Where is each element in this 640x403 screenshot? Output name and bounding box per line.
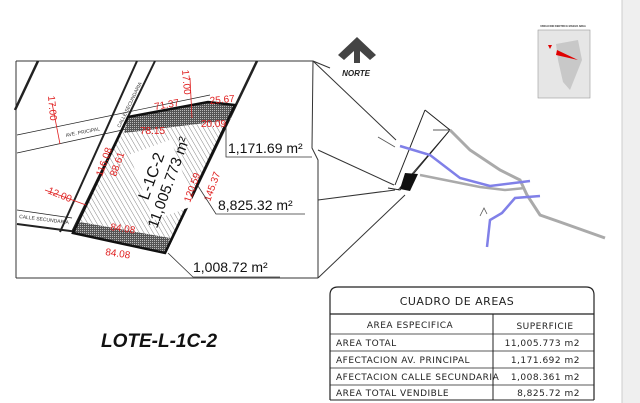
north-arrow-icon xyxy=(338,37,376,63)
page-margin xyxy=(622,0,640,403)
row-label: AFECTACION AV. PRINCIPAL xyxy=(336,356,470,366)
row-value: 11,005.773 m2 xyxy=(505,339,580,349)
site-plan xyxy=(377,109,606,248)
row-label: AFECTACION CALLE SECUNDARIA xyxy=(336,373,500,383)
river-branch xyxy=(485,194,541,248)
row-label: AREA TOTAL VENDIBLE xyxy=(336,389,449,399)
dim-bottom-inner: 84.08 xyxy=(110,222,137,236)
callout-sellable-area: 8,825.32 m² xyxy=(218,197,293,213)
table-row: AFECTACION CALLE SECUNDARIA 1,008.361 m2 xyxy=(336,373,580,383)
table-row: AFECTACION AV. PRINCIPAL 1,171.692 m2 xyxy=(336,356,580,366)
table-row: AREA TOTAL VENDIBLE 8,825.72 m2 xyxy=(336,389,580,399)
table-row: AREA TOTAL 11,005.773 m2 xyxy=(336,339,580,349)
table-header-area: AREA ESPECIFICA xyxy=(367,321,454,331)
lot-polygon xyxy=(71,100,237,255)
row-value: 1,008.361 m2 xyxy=(511,373,580,383)
dim-road-width-right: 17.00 xyxy=(179,69,192,95)
area-table: CUADRO DE AREAS AREA ESPECIFICA SUPERFIC… xyxy=(329,286,595,401)
river xyxy=(399,144,531,188)
location-map-caption: UBICACION DENTRO E MASIVA AREA xyxy=(540,25,586,28)
row-value: 1,171.692 m2 xyxy=(511,356,580,366)
secondary-road-affectation-area xyxy=(73,222,170,253)
dimension-lines xyxy=(44,77,193,206)
dim-top-left: 71.37 xyxy=(154,98,181,113)
dim-inner-top: 78.15 xyxy=(140,126,165,137)
detail-frame xyxy=(15,60,406,279)
table-title: CUADRO DE AREAS xyxy=(400,295,515,308)
table-header-surface: SUPERFICIE xyxy=(516,322,573,332)
dim-bottom-outer: 84.08 xyxy=(105,247,132,261)
north-label: NORTE xyxy=(342,69,371,78)
row-value: 8,825.72 m2 xyxy=(517,389,580,399)
callout-secondary-road-area: 1,008.72 m² xyxy=(193,259,268,275)
lot-location-highlight xyxy=(400,173,418,191)
road-label-ave-principal: AVE. PRICIPAL xyxy=(65,126,101,139)
row-label: AREA TOTAL xyxy=(336,339,397,349)
dim-top-right: 25.67 xyxy=(209,94,235,107)
dim-secondary-width: 12.00 xyxy=(46,186,74,206)
location-map: UBICACION DENTRO E MASIVA AREA xyxy=(537,25,591,99)
callout-main-road-area: 1,171.69 m² xyxy=(228,140,303,156)
main-road-affectation-area xyxy=(124,102,235,133)
dim-inner-top-right: 20.09 xyxy=(201,119,226,130)
dim-road-width-left: 17.00 xyxy=(45,95,58,121)
page-title: LOTE-L-1C-2 xyxy=(101,331,218,352)
callout-leaders xyxy=(167,126,312,278)
